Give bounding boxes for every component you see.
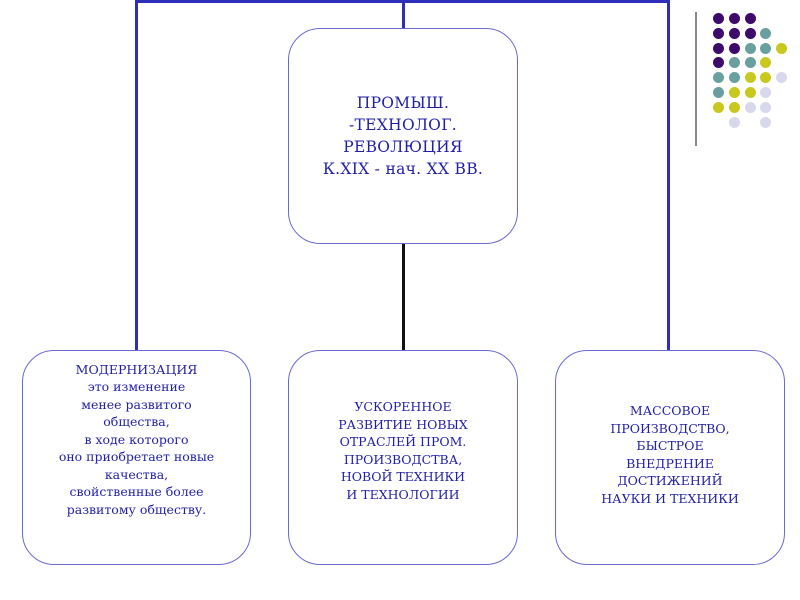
root-line: РЕВОЛЮЦИЯ <box>343 138 463 156</box>
decorative-dot-teal <box>760 27 772 39</box>
connector-center-middle <box>402 243 405 351</box>
decorative-dot-lavender <box>744 101 756 113</box>
decorative-dot-lavender <box>728 116 740 128</box>
node-line: качества, <box>104 466 169 482</box>
decorative-dot-yellow <box>744 87 756 98</box>
decorative-dot-lavender <box>776 72 788 84</box>
connector-center-top <box>402 0 405 29</box>
decorative-dot-purple <box>713 27 724 39</box>
decorative-dot-yellow <box>713 101 724 113</box>
node-line: ПРОИЗВОДСТВО, <box>610 420 730 436</box>
decorative-dot-teal <box>713 87 724 98</box>
decorative-dot-purple <box>728 42 740 54</box>
node-line: общества, <box>103 414 170 430</box>
child-node-industry-development: УСКОРЕННОЕ РАЗВИТИЕ НОВЫХ ОТРАСЛЕЙ ПРОМ.… <box>288 350 518 565</box>
node-line: это изменение <box>87 379 186 395</box>
node-line: свойственные более <box>69 484 204 500</box>
decorative-dot-teal <box>728 72 740 84</box>
decorative-dot-yellow <box>728 101 740 113</box>
decorative-dot-lavender <box>760 116 772 128</box>
decorative-dot-lavender <box>760 101 772 113</box>
node-line: УСКОРЕННОЕ <box>354 399 452 414</box>
decorative-dot-yellow <box>776 42 788 54</box>
decorative-dot-purple <box>713 13 724 24</box>
node-line: НАУКИ И ТЕХНИКИ <box>601 490 739 506</box>
root-node: ПРОМЫШ. -ТЕХНОЛОГ. РЕВОЛЮЦИЯ К.XIX - нач… <box>288 28 518 244</box>
decorative-dot-yellow <box>744 72 756 84</box>
node-line: МОДЕРНИЗАЦИЯ <box>75 361 198 377</box>
decorative-dot-teal <box>713 72 724 84</box>
child-node-mass-production: МАССОВОЕ ПРОИЗВОДСТВО, БЫСТРОЕ ВНЕДРЕНИЕ… <box>555 350 785 565</box>
decorative-dot-teal <box>744 57 756 69</box>
node-line: ВНЕДРЕНИЕ <box>626 455 714 471</box>
decorative-vertical-bar <box>695 12 697 146</box>
connector-right-vertical <box>667 0 670 351</box>
node-line: БЫСТРОЕ <box>636 438 704 453</box>
node-line: ДОСТИЖЕНИЙ <box>617 473 723 488</box>
decorative-dot-purple <box>728 13 740 24</box>
decorative-dot-purple <box>744 13 756 24</box>
decorative-dot-lavender <box>760 87 772 98</box>
decorative-dot-yellow <box>728 87 740 98</box>
node-line: ОТРАСЛЕЙ ПРОМ. <box>339 434 467 449</box>
child-node-modernization: МОДЕРНИЗАЦИЯ это изменение менее развито… <box>22 350 251 565</box>
decorative-dot-purple <box>728 27 740 39</box>
decorative-dot-purple <box>713 42 724 54</box>
node-line: в ходе которого <box>84 431 189 447</box>
node-line: менее развитого <box>81 396 192 412</box>
decorative-dot-yellow <box>760 72 772 84</box>
decorative-dot-purple <box>713 57 724 69</box>
decorative-dot-teal <box>760 42 772 54</box>
node-line: И ТЕХНОЛОГИИ <box>346 486 460 502</box>
root-line: К.XIX - нач. XX ВВ. <box>322 160 484 178</box>
decorative-dot-teal <box>744 42 756 54</box>
node-line: РАЗВИТИЕ НОВЫХ <box>338 416 468 432</box>
decorative-dot-purple <box>744 27 756 39</box>
node-line: оно приобретает новые <box>58 449 215 465</box>
root-line: -ТЕХНОЛОГ. <box>349 116 457 134</box>
connector-left-vertical <box>135 0 138 351</box>
decorative-dot-yellow <box>760 57 772 69</box>
node-line: развитому обществу. <box>66 501 207 517</box>
root-line: ПРОМЫШ. <box>356 94 450 112</box>
node-line: МАССОВОЕ <box>629 403 711 418</box>
node-line: НОВОЙ ТЕХНИКИ <box>340 469 466 484</box>
node-line: ПРОИЗВОДСТВА, <box>343 451 463 467</box>
decorative-dot-teal <box>728 57 740 69</box>
